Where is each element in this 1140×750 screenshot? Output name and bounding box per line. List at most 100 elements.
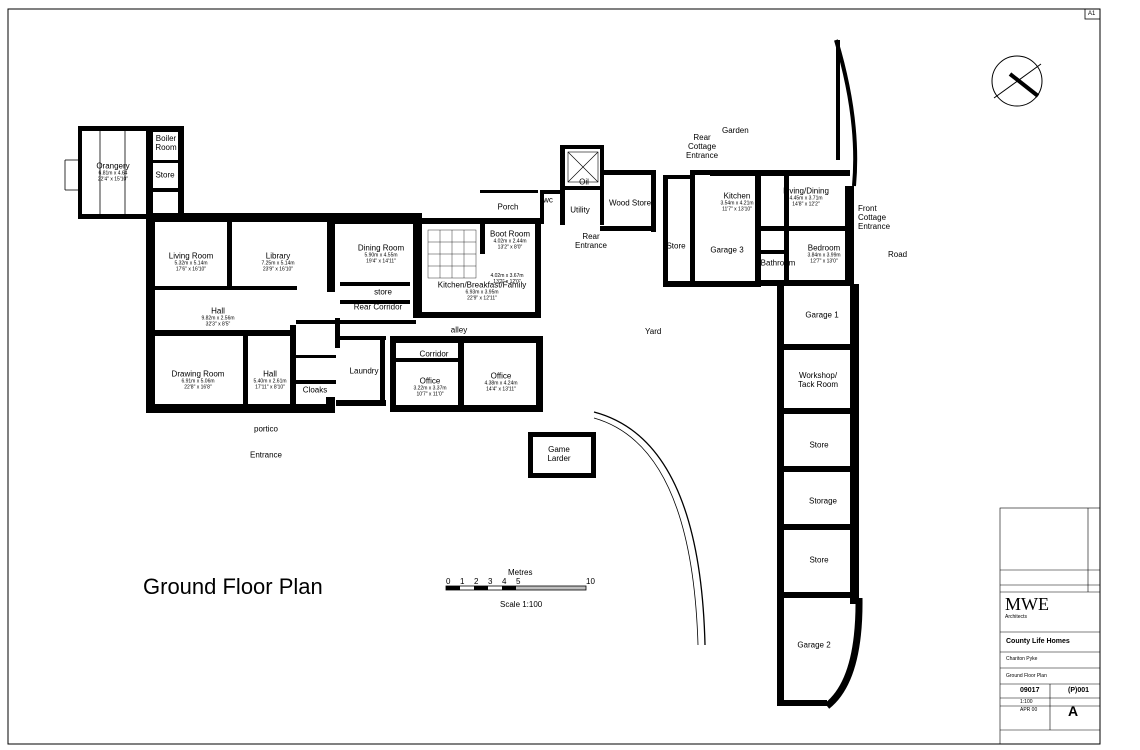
revision-letter: A bbox=[1068, 703, 1079, 719]
room-name: Cloaks bbox=[302, 385, 328, 395]
room-name: Rear Entrance bbox=[574, 232, 608, 250]
room-dimensions: 6.93m x 3.95m 22'9" x 12'11" bbox=[465, 289, 499, 302]
yard-curve bbox=[593, 411, 706, 646]
room-name: Bathroom bbox=[760, 258, 796, 268]
room-dimensions: 6.81m x 4.64 22'4" x 15'10" bbox=[97, 170, 129, 183]
room-dimensions: 4.38m x 4.24m 14'4" x 13'11" bbox=[484, 380, 518, 393]
room-store-a: Store bbox=[155, 171, 174, 180]
room-garage-1: Garage 1 bbox=[805, 311, 838, 320]
room-name: Garage 1 bbox=[805, 310, 839, 320]
room-store-c: Store bbox=[809, 441, 828, 450]
road-label: Road bbox=[888, 250, 908, 259]
drawing-number: (P)001 bbox=[1068, 687, 1090, 694]
room-name: Bedroom bbox=[807, 243, 841, 253]
room-workshop: Workshop/ Tack Room bbox=[798, 371, 838, 389]
room-name: Porch bbox=[497, 202, 519, 212]
room-dimensions: 4.02m x 2.44m 13'2" x 8'0" bbox=[493, 238, 527, 251]
room-name: Garage 2 bbox=[797, 640, 831, 650]
job-number: 09017 bbox=[1020, 687, 1040, 694]
north-arrow-icon bbox=[991, 55, 1043, 107]
room-name: Drawing Room bbox=[171, 369, 225, 379]
title-block bbox=[999, 507, 1101, 745]
room-dimensions: 5.40m x 2.61m 17'11" x 8'10" bbox=[253, 378, 287, 391]
room-name: Boiler Room bbox=[155, 134, 177, 152]
practice-logo: MWE bbox=[1005, 594, 1049, 614]
yard-curve-inner bbox=[593, 417, 699, 646]
scale-tick-label: 5 bbox=[516, 577, 521, 586]
room-bathroom: Bathroom bbox=[761, 259, 796, 268]
room-name: Boot Room bbox=[489, 229, 531, 239]
room-name: Office bbox=[490, 371, 512, 381]
room-name: store bbox=[374, 287, 392, 297]
garden-label: Garden bbox=[722, 126, 749, 135]
room-store-small: store bbox=[374, 288, 392, 297]
front-cottage-entrance-text: Front Cottage Entrance bbox=[858, 204, 891, 231]
scale-text: Scale 1:100 bbox=[500, 600, 543, 609]
scale-tick-label: 1 bbox=[460, 577, 465, 586]
yard-label: Yard bbox=[645, 327, 662, 336]
sheet-size-label: A1 bbox=[1088, 11, 1096, 17]
room-dimensions: 7.25m x 5.14m 23'9" x 16'10" bbox=[261, 260, 295, 273]
room-name: Library bbox=[265, 251, 291, 261]
room-name: Living Room bbox=[168, 251, 214, 261]
room-name: Store bbox=[155, 170, 175, 180]
room-name: Kitchen bbox=[723, 191, 751, 201]
rear-cottage-entrance-label: Rear Cottage Entrance bbox=[686, 133, 718, 160]
room-name: Living/Dining bbox=[783, 186, 829, 196]
room-garage-3: Garage 3 bbox=[710, 246, 743, 255]
room-boiler: Boiler Room bbox=[155, 134, 176, 152]
room-entrance: Entrance bbox=[250, 451, 282, 460]
room-name: Store bbox=[666, 241, 686, 251]
date-value: APR 00 bbox=[1020, 707, 1038, 713]
oil-tank bbox=[567, 151, 599, 183]
sheet-size-box bbox=[1084, 8, 1101, 20]
scale-tick-label: 2 bbox=[474, 577, 479, 586]
room-storage: Storage bbox=[809, 497, 837, 506]
road-curve bbox=[834, 39, 858, 187]
room-name: Oil bbox=[579, 177, 589, 187]
room-name: Orangery bbox=[96, 161, 130, 171]
room-dimensions: 5.90m x 4.55m 19'4" x 14'11" bbox=[364, 252, 398, 265]
room-porch: Porch bbox=[498, 203, 519, 212]
scale-tick-label: 0 bbox=[446, 577, 451, 586]
room-rear-corridor: Rear Corridor bbox=[354, 303, 402, 312]
garage-2-curve bbox=[824, 597, 863, 709]
room-corridor: Corridor bbox=[420, 350, 449, 359]
sheet-border bbox=[7, 8, 1101, 745]
rear-cottage-entrance-text: Rear Cottage Entrance bbox=[686, 133, 719, 160]
room-name: Corridor bbox=[419, 349, 449, 359]
scale-tick-label: 10 bbox=[586, 577, 595, 586]
room-name: Laundry bbox=[349, 366, 379, 376]
room-dimensions: 3.54m x 4.21m 11'7" x 13'10" bbox=[720, 200, 754, 213]
scale-heading: Metres bbox=[508, 568, 533, 577]
drawing-title: Ground Floor Plan bbox=[143, 574, 323, 599]
room-name: Hall bbox=[263, 369, 277, 379]
room-dimensions: 6.91m x 5.06m 22'8" x 16'8" bbox=[181, 378, 215, 391]
room-name: alley bbox=[450, 325, 468, 335]
room-name: Kitchen/Breakfast/Family bbox=[437, 280, 527, 290]
room-alley: alley bbox=[451, 326, 467, 335]
scale-tick-label: 3 bbox=[488, 577, 493, 586]
room-name: Store bbox=[809, 555, 829, 565]
room-name: wc bbox=[543, 195, 553, 205]
room-name: Wood Store bbox=[608, 198, 652, 208]
room-name: Store bbox=[809, 440, 829, 450]
front-cottage-entrance-label: Front Cottage Entrance bbox=[858, 204, 890, 231]
room-dimensions: 5.32m x 5.14m 17'6" x 16'10" bbox=[174, 260, 208, 273]
room-garage-2: Garage 2 bbox=[797, 641, 830, 650]
room-wood-store: Wood Store bbox=[609, 199, 651, 208]
room-wc: wc bbox=[543, 196, 553, 205]
room-rear-entrance: Rear Entrance bbox=[575, 232, 607, 250]
room-boot-room-2: 4.02m x 3.67m 13'2" x 12'0" bbox=[490, 273, 523, 285]
room-oil: Oil bbox=[579, 178, 589, 187]
